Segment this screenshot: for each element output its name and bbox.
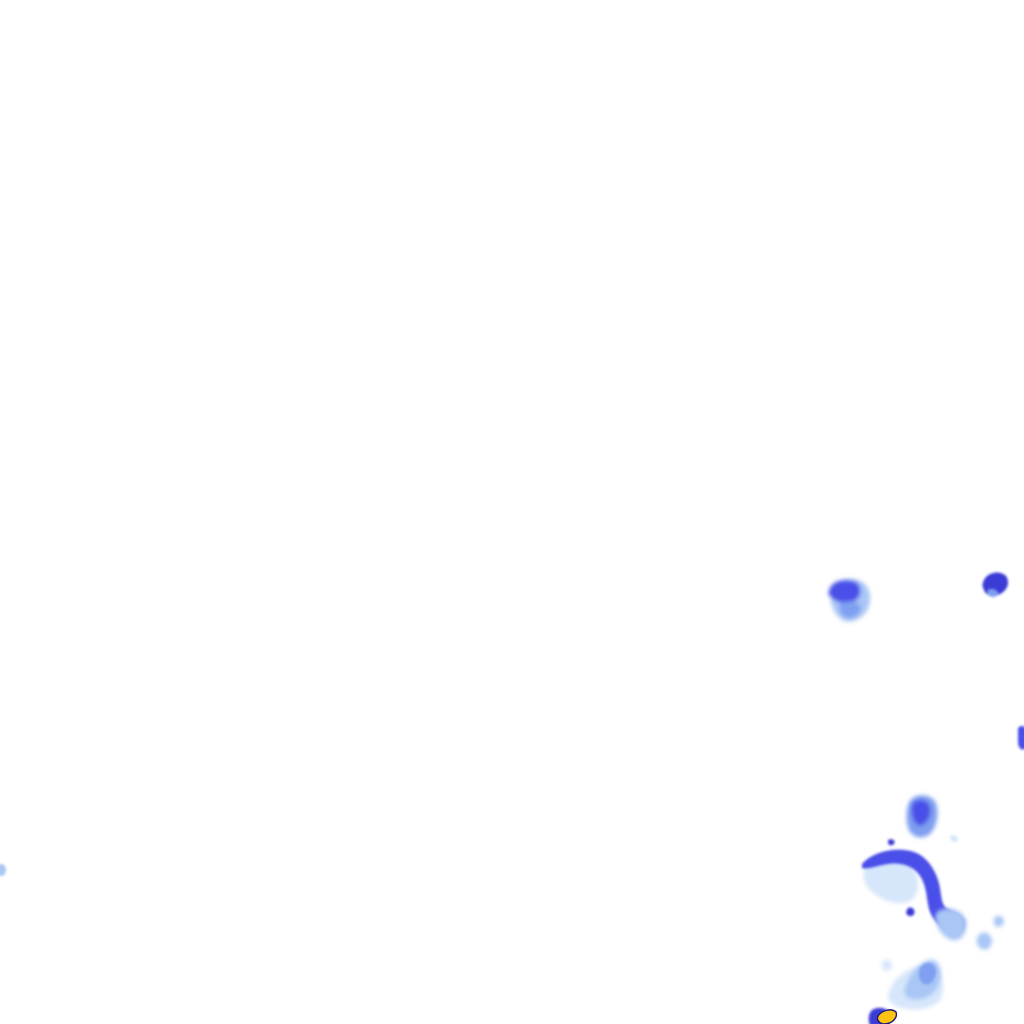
precip-cell-bottom-right [868,959,944,1024]
precip-moderate-area [918,962,936,985]
precip-cell-right-edge [1018,725,1024,750]
precip-very-light-area [863,860,919,904]
precip-cell-upper-right [982,572,1008,597]
precip-heavy-area [1018,725,1024,750]
precip-light-area [994,915,1004,927]
precip-heavy-area [911,799,931,826]
precip-band-lower-right [862,835,967,941]
precip-light-area [976,932,992,950]
precip-very-light-area [882,959,892,971]
precip-dark-dot [906,907,915,917]
precip-light-area [0,864,6,876]
precip-cell-lower-right-upper [906,795,938,838]
precip-moderate-area [988,589,998,597]
precip-very-light-area [950,835,958,843]
precip-cell-left-edge [0,864,6,876]
precip-extreme-core [876,1009,898,1024]
precip-light-area [935,908,967,941]
precip-moderate-area [839,601,861,618]
precip-dark-dot [888,839,895,846]
precip-heavy-area [828,580,861,603]
precip-scattered-light [882,915,1004,971]
precip-cell-mid-right [828,578,871,622]
